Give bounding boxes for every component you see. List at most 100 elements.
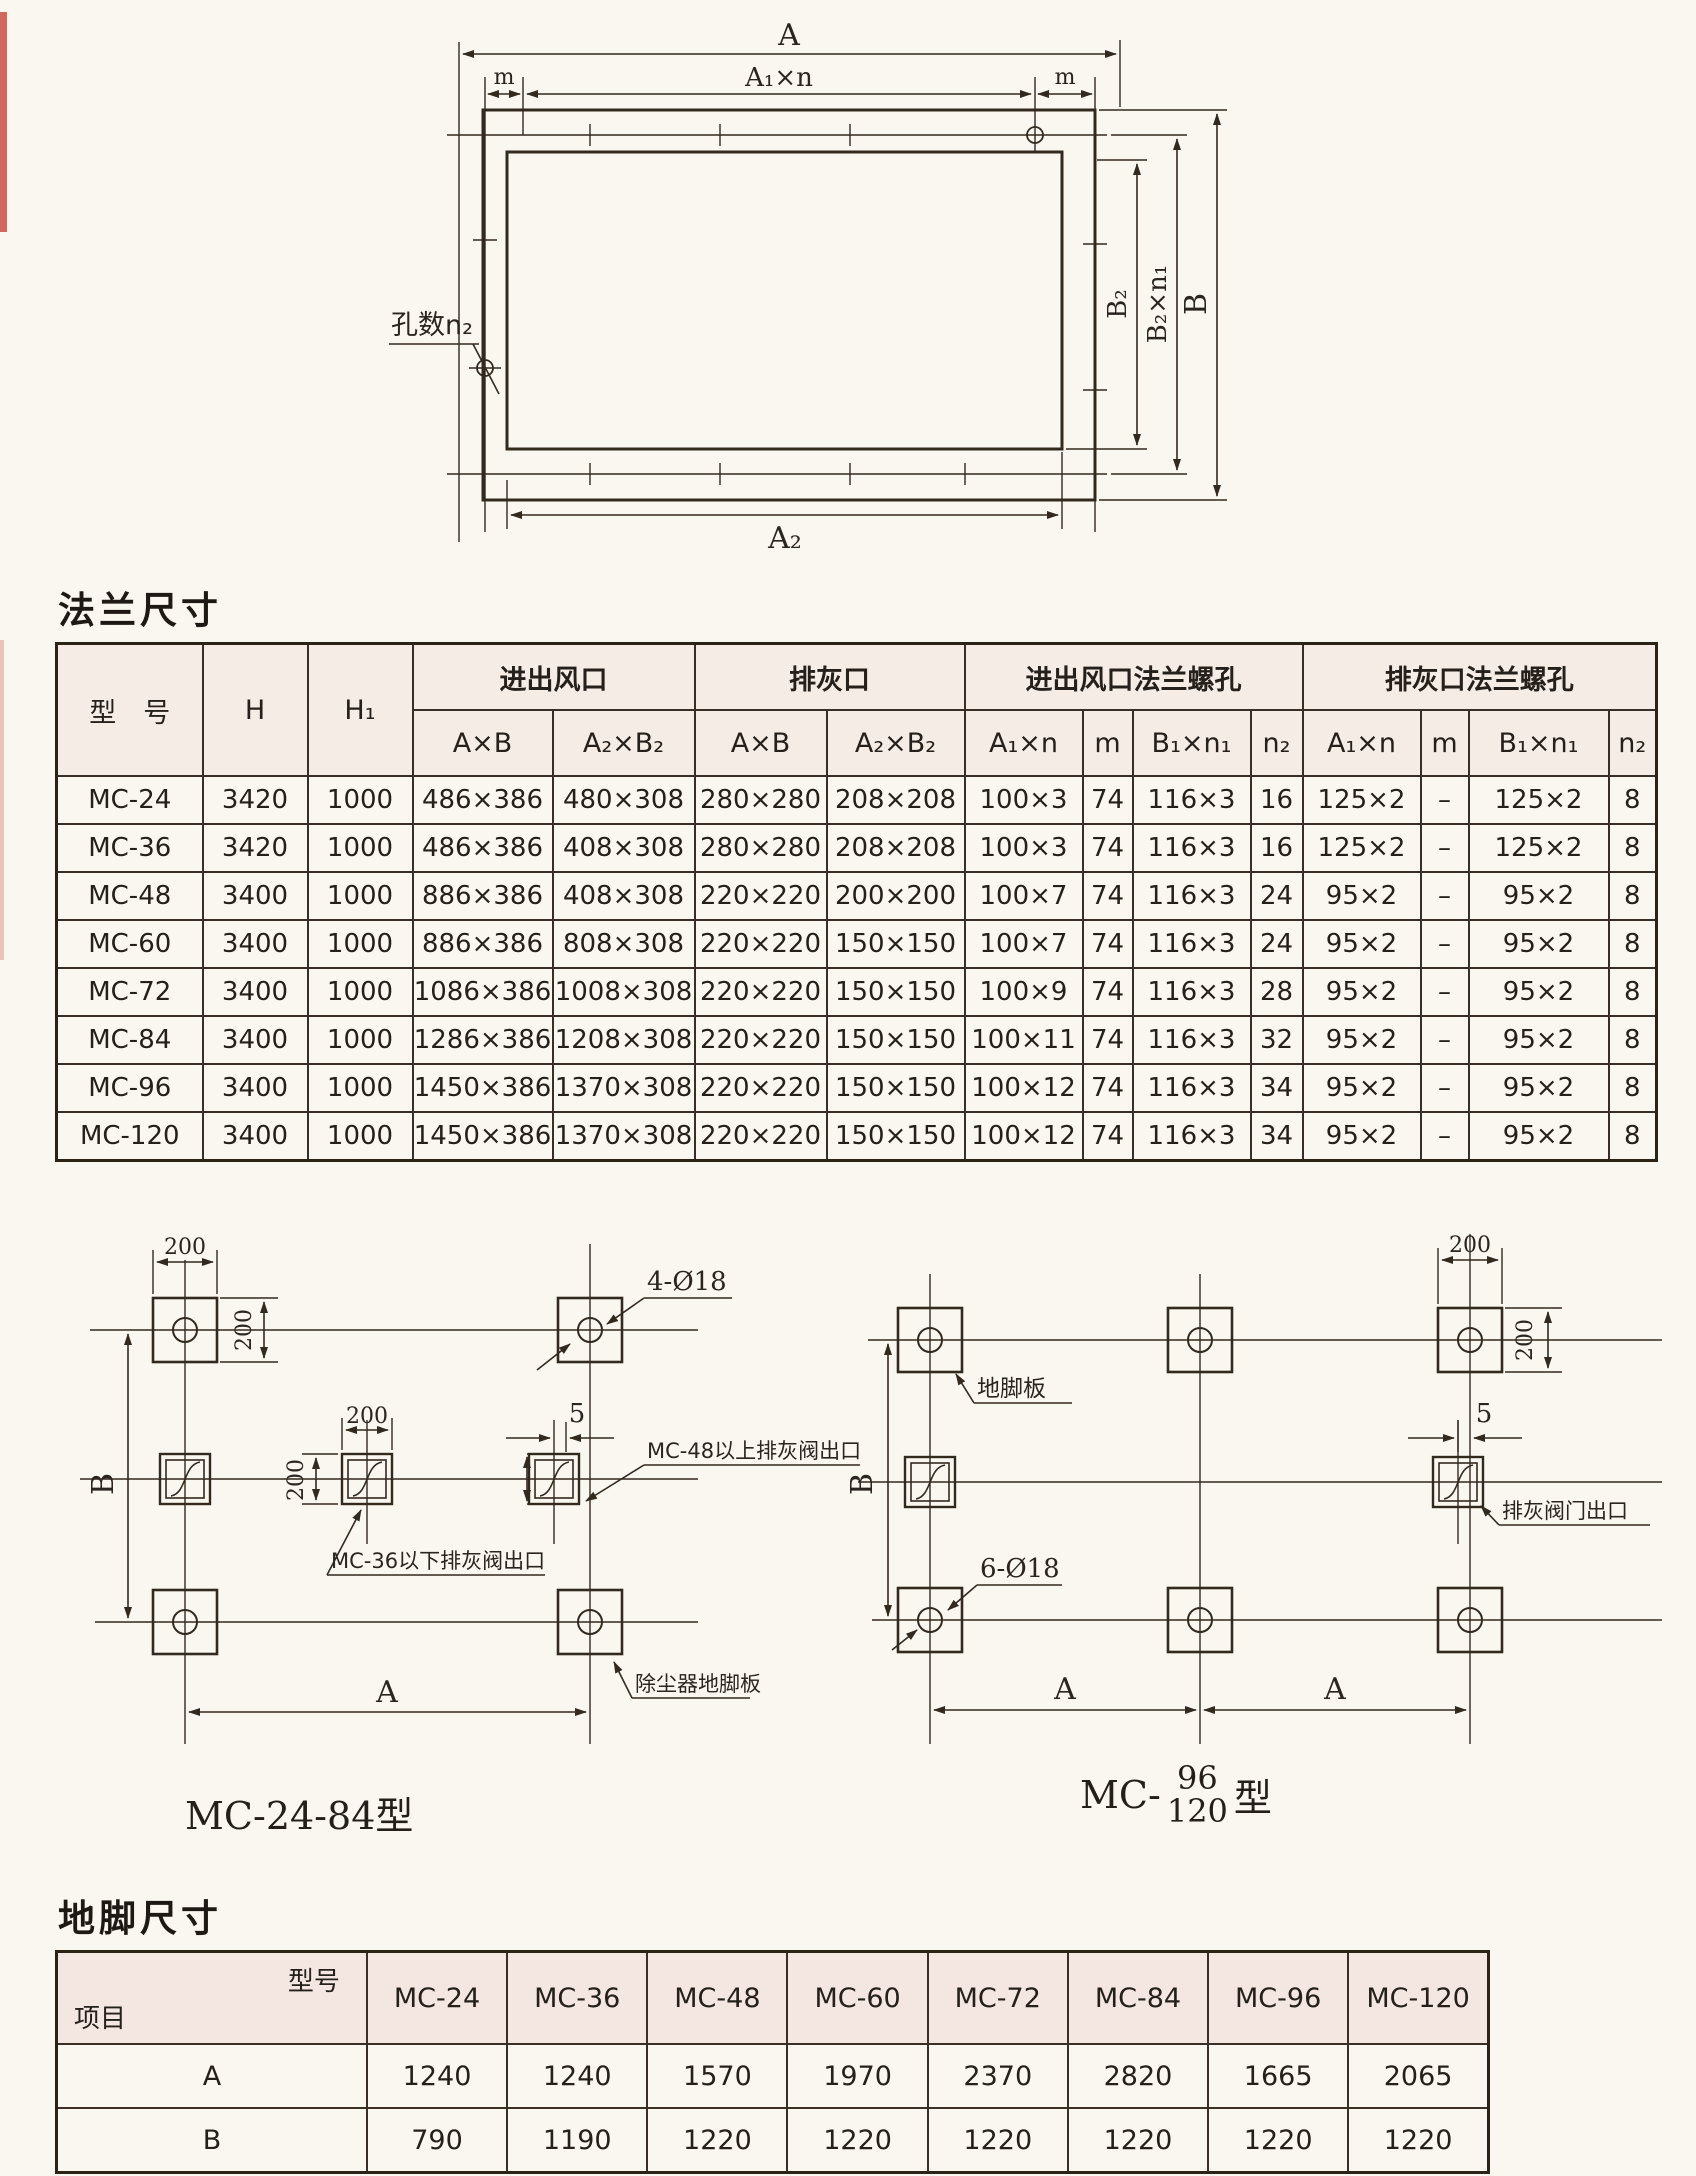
sub-header-b1xn1: B₁×n₁: [1131, 709, 1252, 777]
scan-edge-artifact: [0, 640, 4, 960]
sub-header-a2xb2: A₂×B₂: [551, 709, 696, 777]
dim-label-200: 200: [1513, 1319, 1538, 1361]
flange-table-title: 法兰尺寸: [58, 589, 222, 632]
sub-header-a1xn: A₁×n: [1301, 709, 1422, 777]
flange-dimension-drawing: A A₁×n m m A₂ B₂ B₂×n₁ B 孔数n₂: [389, 18, 1227, 556]
col-header-h: H: [201, 642, 309, 777]
foundation-diagram-mc24-84: B A 200 200 200 200 5 4-Ø18 MC-48以上排灰阀出口…: [80, 1235, 861, 1744]
foot-plates: [896, 1306, 1504, 1654]
cell-model: MC-72: [55, 967, 204, 1017]
dim-label-A: A: [1053, 1672, 1076, 1707]
dim-label-200: 200: [1449, 1233, 1491, 1258]
sub-header-axb: A×B: [693, 709, 828, 777]
cell-model: MC-24: [55, 775, 204, 825]
sub-header-axb: A×B: [411, 709, 554, 777]
col-header-model: MC-72: [926, 1950, 1069, 2045]
table-row: B 790 1190 1220 1220 1220 1220 1220 1220: [55, 2107, 1490, 2174]
row-header-B: B: [55, 2107, 368, 2174]
sub-header-n2: n₂: [1249, 709, 1304, 777]
corner-label-item: 项目: [74, 2004, 127, 2034]
dim-label-5: 5: [569, 1399, 586, 1429]
dimensions: [884, 1248, 1562, 1714]
cell-model: MC-120: [55, 1111, 204, 1162]
group-header-ash-outlet: 排灰口: [693, 642, 966, 711]
dim-label-A: A: [1323, 1672, 1346, 1707]
hole-count-label: 孔数n₂: [391, 310, 473, 341]
foundation-layout-drawings: B A 200 200 200 200 5 4-Ø18 MC-48以上排灰阀出口…: [80, 1233, 1662, 1744]
ash-valve-outlet-label: 排灰阀门出口: [1502, 1499, 1628, 1523]
footplate-label: 地脚板: [977, 1376, 1046, 1402]
dim-label-200: 200: [164, 1235, 206, 1260]
group-header-inlet-outlet: 进出风口: [411, 642, 696, 711]
sub-header-a1xn: A₁×n: [963, 709, 1084, 777]
dim-label-A: A: [777, 18, 800, 53]
corner-header-cell: 型号 项目: [55, 1950, 368, 2045]
dim-label-A1xn: A₁×n: [744, 63, 813, 93]
caption-fraction: 96 120: [1167, 1762, 1228, 1827]
group-header-ash-flange-holes: 排灰口法兰螺孔: [1301, 642, 1658, 711]
col-header-model: MC-36: [506, 1950, 649, 2045]
caption-bottom: 120: [1166, 1791, 1228, 1830]
dimension-lines: [458, 40, 1227, 542]
sub-header-a2xb2: A₂×B₂: [825, 709, 966, 777]
col-header-model: MC-48: [646, 1950, 789, 2045]
cell-model: MC-48: [55, 871, 204, 921]
bolt-holes-label: 6-Ø18: [980, 1554, 1060, 1584]
cell-model: MC-84: [55, 1015, 204, 1065]
sub-header-b1xn1: B₁×n₁: [1467, 709, 1610, 777]
sub-header-m: m: [1419, 709, 1470, 777]
col-header-model: MC-96: [1207, 1950, 1350, 2045]
col-header-h1: H₁: [306, 642, 414, 777]
sub-header-m: m: [1081, 709, 1134, 777]
callouts: [891, 1373, 1650, 1651]
dim-label-200: 200: [346, 1404, 388, 1429]
dim-label-A2: A₂: [767, 521, 802, 556]
ash-valve-outlets: [903, 1455, 1485, 1509]
center-lines: [858, 1234, 1662, 1744]
scan-edge-artifact: [0, 12, 7, 232]
table-row: A 1240 1240 1570 1970 2370 2820 1665 206…: [55, 2043, 1490, 2109]
dimensions: [124, 1250, 614, 1716]
foot-plates: [151, 1296, 624, 1656]
foundation-diagram-mc96-120: B A A 200 200 5 地脚板 排灰阀门出口 6-Ø18: [845, 1233, 1662, 1744]
dim-label-B2: B₂: [1103, 289, 1133, 319]
col-header-model: MC-120: [1347, 1950, 1490, 2045]
dim-label-B: B: [86, 1473, 121, 1495]
dim-label-5: 5: [1476, 1399, 1493, 1429]
corner-label-model: 型号: [287, 1967, 340, 1997]
col-header-model: MC-24: [365, 1950, 509, 2045]
dim-label-200: 200: [284, 1459, 309, 1501]
hole-count-callout: 孔数n₂: [389, 310, 500, 395]
col-header-model: MC-84: [1066, 1950, 1210, 2045]
caption-suffix: 型: [1233, 1776, 1272, 1821]
dust-collector-footplate-label: 除尘器地脚板: [635, 1672, 761, 1696]
upper-valve-outlet-label: MC-48以上排灰阀出口: [647, 1439, 861, 1463]
center-lines: [80, 1244, 698, 1744]
foundation-dimensions-table: 型号 项目 MC-24 MC-36 MC-48 MC-60 MC-72 MC-8…: [55, 1950, 1490, 2174]
cell-model: MC-36: [55, 823, 204, 873]
lower-valve-outlet-label: MC-36以下排灰阀出口: [331, 1549, 545, 1573]
col-header-model: MC-60: [786, 1950, 929, 2045]
dim-label-A: A: [375, 1675, 398, 1710]
dim-label-B2xn1: B₂×n₁: [1143, 265, 1173, 343]
callouts: [326, 1297, 860, 1699]
anchor-table-title: 地脚尺寸: [58, 1897, 222, 1940]
sub-header-n2: n₂: [1607, 709, 1658, 777]
group-header-inlet-flange-holes: 进出风口法兰螺孔: [963, 642, 1304, 711]
dim-label-200: 200: [232, 1309, 257, 1351]
flange-dimensions-table: 型 号 H H₁ 进出风口 排灰口 进出风口法兰螺孔 排灰口法兰螺孔 A×B A…: [55, 642, 1658, 1162]
col-header-model: 型 号: [55, 642, 204, 777]
dim-label-B: B: [845, 1473, 880, 1495]
flange-outline: [481, 108, 1097, 502]
cell-model: MC-96: [55, 1063, 204, 1113]
caption-prefix: MC-: [1080, 1772, 1161, 1817]
caption-mc24-84: MC-24-84型: [185, 1794, 414, 1838]
dim-label-m-right: m: [1055, 65, 1076, 90]
